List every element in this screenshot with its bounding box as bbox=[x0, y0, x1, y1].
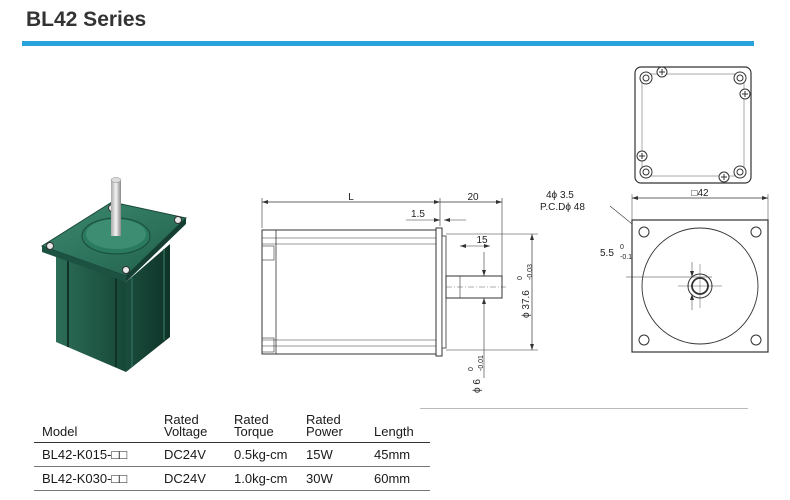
cell-model: BL42-K030-□□ bbox=[42, 471, 128, 486]
dim-flat: 5.5 bbox=[600, 248, 614, 259]
divider-rule bbox=[420, 408, 748, 409]
dim-pilot-tol-upper: 0 bbox=[517, 276, 524, 280]
dim-square: □42 bbox=[691, 188, 709, 199]
cell-power: 30W bbox=[306, 471, 333, 486]
cell-model: BL42-K015-□□ bbox=[42, 447, 128, 462]
header-voltage-line1: Rated bbox=[164, 412, 199, 427]
cell-voltage: DC24V bbox=[164, 447, 206, 462]
header-power-line1: Rated bbox=[306, 412, 341, 427]
side-view-drawing: L 20 1.5 15 ϕ 37.6 0 -0.03 ϕ 6 0 bbox=[261, 192, 538, 393]
title-accent-bar bbox=[22, 41, 754, 46]
header-model: Model bbox=[42, 424, 78, 439]
header-torque: Rated Torque bbox=[226, 408, 298, 443]
dim-flat-tol-lower: -0.1 bbox=[620, 254, 632, 261]
cell-voltage: DC24V bbox=[164, 471, 206, 486]
cell-length: 60mm bbox=[374, 471, 411, 486]
dim-shaft-extension: 20 bbox=[467, 192, 479, 203]
dim-pilot-diameter: ϕ 37.6 bbox=[521, 290, 532, 318]
cell-torque: 1.0kg-cm bbox=[234, 471, 288, 486]
header-power: Rated Power bbox=[298, 408, 366, 443]
motor-photo bbox=[40, 177, 188, 372]
dim-flat-tol-upper: 0 bbox=[620, 244, 624, 251]
dim-shaft-diameter: ϕ 6 bbox=[472, 379, 483, 393]
header-voltage-line2: Voltage bbox=[164, 424, 208, 439]
page-title: BL42 Series bbox=[26, 8, 147, 31]
table-row: BL42-K030-□□ DC24V 1.0kg-cm 30W 60mm bbox=[34, 467, 430, 491]
spec-table: Model Rated Voltage Rated Torque Rated P… bbox=[34, 408, 430, 491]
table-row: BL42-K015-□□ DC24V 0.5kg-cm 15W 45mm bbox=[34, 443, 430, 467]
cell-power: 15W bbox=[306, 447, 333, 462]
dim-pilot-tol-lower: -0.03 bbox=[527, 264, 534, 280]
cell-length: 45mm bbox=[374, 447, 411, 462]
dim-shaft-flat: 15 bbox=[476, 235, 488, 246]
header-power-line2: Power bbox=[306, 424, 343, 439]
header-torque-line2: Torque bbox=[234, 424, 274, 439]
dim-pcd: P.C.Dϕ 48 bbox=[540, 202, 585, 213]
dim-flange: 1.5 bbox=[411, 209, 425, 220]
dim-holes: 4ϕ 3.5 bbox=[546, 190, 574, 201]
rear-view-drawing bbox=[634, 66, 752, 184]
dim-shaft-tol-lower: -0.01 bbox=[478, 355, 485, 371]
front-view-drawing: □42 4ϕ 3.5 P.C.Dϕ 48 5.5 0 -0.1 bbox=[540, 188, 769, 353]
dim-length: L bbox=[348, 192, 354, 203]
dim-shaft-tol-upper: 0 bbox=[468, 367, 475, 371]
table-header-row: Model Rated Voltage Rated Torque Rated P… bbox=[34, 408, 430, 443]
header-voltage: Rated Voltage bbox=[156, 408, 226, 443]
header-torque-line1: Rated bbox=[234, 412, 269, 427]
header-length: Length bbox=[374, 424, 414, 439]
cell-torque: 0.5kg-cm bbox=[234, 447, 288, 462]
